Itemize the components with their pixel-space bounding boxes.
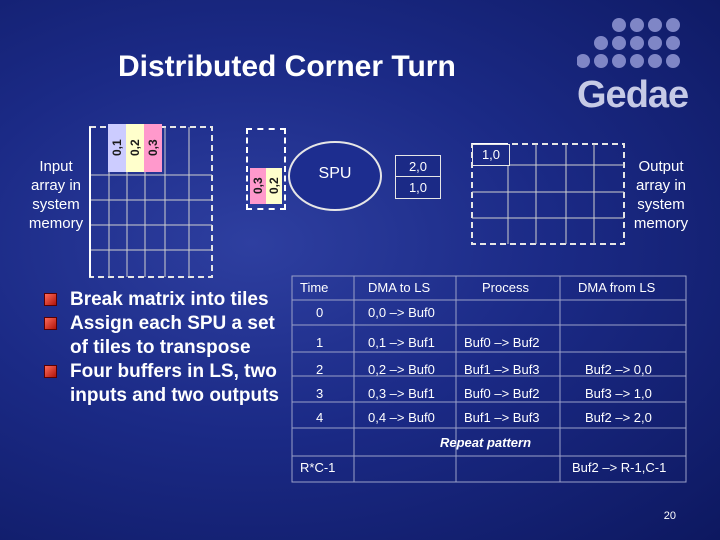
spu-label: SPU [318, 165, 352, 182]
local-tile: 0,2 [266, 168, 282, 204]
table-header-time: Time [300, 280, 329, 295]
page-number: 20 [663, 510, 676, 522]
bullet-item: Four buffers in LS, two inputs and two o… [44, 360, 294, 408]
table-cell: Buf0 –> Buf2 [464, 386, 540, 401]
local-tile: 0,3 [250, 168, 266, 204]
output-label-line: memory [633, 215, 689, 232]
slide-title: Distributed Corner Turn [118, 50, 456, 83]
input-label-line: memory [28, 215, 84, 232]
bullet-list: Break matrix into tiles Assign each SPU … [44, 288, 294, 408]
table-cell: 0,2 –> Buf0 [368, 362, 435, 377]
table-cell: Buf2 –> 2,0 [585, 410, 652, 425]
output-label-line: Output [638, 158, 684, 175]
table-cell: Buf2 –> 0,0 [585, 362, 652, 377]
input-array-label: Input array in system memory [18, 157, 94, 233]
table-cell: R*C-1 [300, 460, 336, 475]
table-cell: Buf2 –> R-1,C-1 [572, 460, 667, 475]
spu-ellipse [288, 141, 382, 211]
table-cell: 0,3 –> Buf1 [368, 386, 435, 401]
table-cell: 2 [316, 362, 324, 377]
table-header-process: Process [482, 280, 529, 295]
table-cell: 0 [316, 305, 324, 320]
bullet-marker-icon [44, 317, 57, 330]
table-cell: 1 [316, 335, 324, 350]
spu-buffer-top: 2,0 [395, 155, 441, 178]
table-cell: 3 [316, 386, 324, 401]
gedae-logo-text: Gedae [577, 74, 689, 116]
input-label-line: Input [39, 158, 73, 175]
table-cell: Buf1 –> Buf3 [464, 362, 540, 377]
output-label-line: system [637, 196, 685, 213]
input-label-line: system [32, 196, 80, 213]
repeat-pattern-note: Repeat pattern [440, 435, 532, 450]
schedule-table-grid [291, 275, 687, 483]
bullet-item: Assign each SPU a set of tiles to transp… [44, 312, 294, 360]
table-cell: Buf0 –> Buf2 [464, 335, 540, 350]
bullet-text: Four buffers in LS, two inputs and two o… [70, 361, 279, 406]
bullet-text: Assign each SPU a set of tiles to transp… [70, 313, 275, 358]
table-cell: 0,0 –> Buf0 [368, 305, 435, 320]
table-cell: 0,4 –> Buf0 [368, 410, 435, 425]
bullet-marker-icon [44, 365, 57, 378]
input-label-line: array in [30, 177, 82, 194]
spu-buffer-bottom: 1,0 [395, 176, 441, 199]
local-tile-column: 0,3 0,2 [246, 128, 286, 210]
table-header-dma-from-ls: DMA from LS [578, 280, 656, 295]
output-array-label: Output array in system memory [626, 157, 696, 233]
output-label-line: array in [635, 177, 687, 194]
input-tile: 0,2 [126, 124, 144, 172]
output-tile: 1,0 [472, 144, 510, 166]
table-cell: 0,1 –> Buf1 [368, 335, 435, 350]
input-tile: 0,1 [108, 124, 126, 172]
table-cell: Buf3 –> 1,0 [585, 386, 652, 401]
gedae-logo-dots [577, 18, 680, 68]
table-cell: 4 [316, 410, 324, 425]
table-header-dma-to-ls: DMA to LS [368, 280, 431, 295]
bullet-item: Break matrix into tiles [44, 288, 294, 312]
input-tile-column: 0,1 0,2 0,3 [108, 124, 164, 172]
table-cell: Buf1 –> Buf3 [464, 410, 540, 425]
bullet-marker-icon [44, 293, 57, 306]
bullet-text: Break matrix into tiles [70, 289, 269, 310]
input-tile: 0,3 [144, 124, 162, 172]
